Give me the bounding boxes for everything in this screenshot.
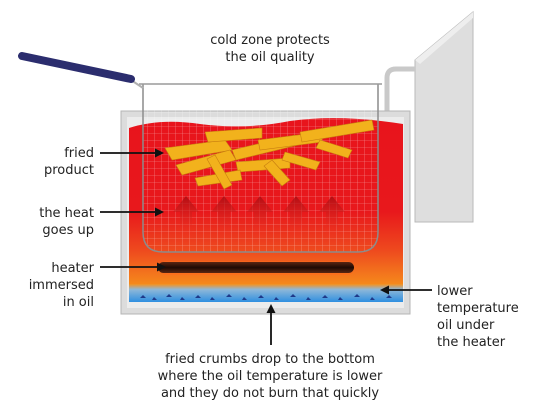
heater <box>158 261 354 275</box>
label-lower-temp: lower temperature oil under the heater <box>437 284 519 350</box>
label-heater: heater immersed in oil <box>28 261 94 310</box>
fried-product <box>164 119 375 190</box>
pointer-arrows <box>100 148 432 345</box>
heat-arrows <box>173 196 345 240</box>
label-fried-product: fried product <box>43 146 94 178</box>
label-cold-zone: cold zone protects the oil quality <box>210 33 330 65</box>
label-crumbs: fried crumbs drop to the bottom where th… <box>157 352 383 401</box>
label-heat-up: the heat goes up <box>39 206 94 238</box>
cold-zone <box>129 284 403 302</box>
control-box <box>414 10 474 223</box>
crumbs <box>140 294 392 300</box>
basket-handle <box>18 52 144 89</box>
